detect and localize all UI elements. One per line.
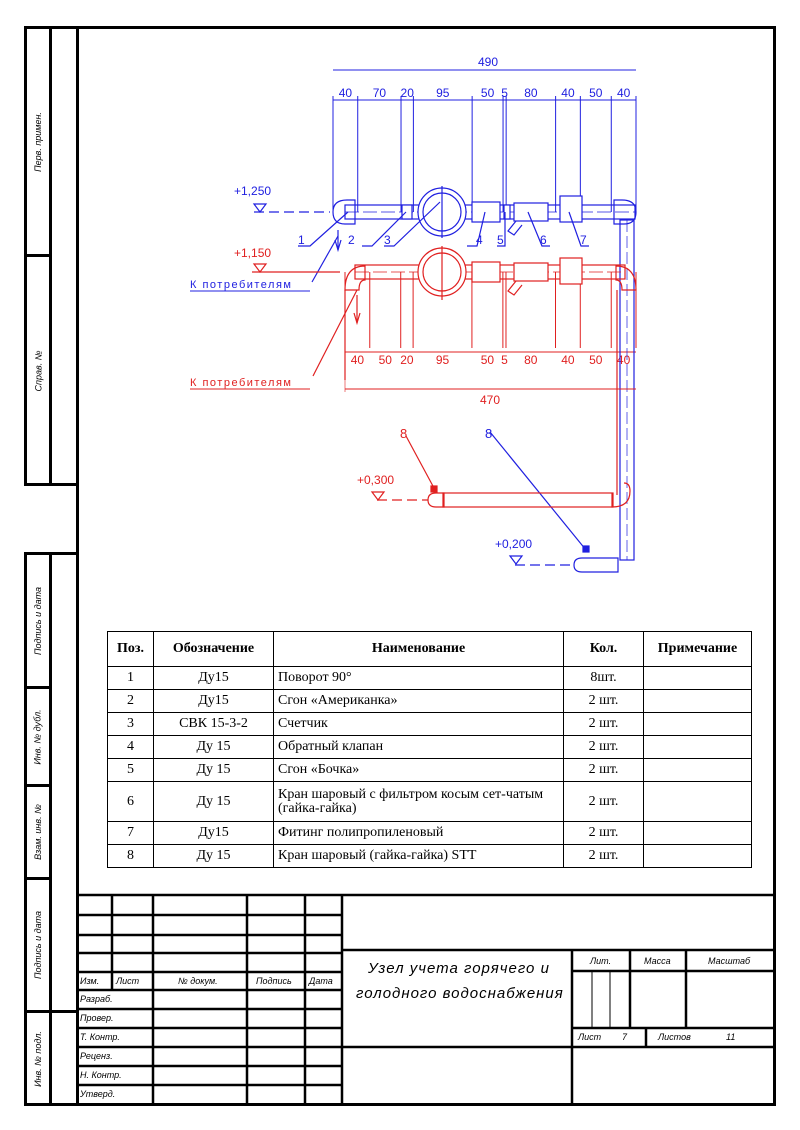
position-label: 7: [580, 233, 587, 247]
position-label: 2: [348, 233, 355, 247]
table-header-row: Поз. Обозначение Наименование Кол. Приме…: [107, 631, 752, 667]
piping-diagram: 40 70 20 95 50 5 80 40 50 40 40 50 20 95 50 5 80 40 50 40: [190, 55, 637, 573]
hot-pos-label: 8: [400, 426, 407, 441]
col-header: № докум.: [178, 976, 218, 986]
drawing-title-line2: голодного водоснабжения: [356, 985, 564, 1002]
col-header: Дата: [309, 976, 333, 986]
cell-qty: 8шт.: [563, 666, 644, 690]
cell-qty: 2 шт.: [563, 735, 644, 759]
elbow-icon: [613, 199, 637, 225]
cell-note: [643, 689, 752, 713]
filter-valve-icon: [513, 202, 549, 222]
position-label: 6: [540, 233, 547, 247]
elbow-icon: [332, 199, 356, 225]
cell-pos: 3: [107, 712, 154, 736]
sheets-label: Листов: [658, 1032, 691, 1042]
dim-value: 40: [561, 353, 575, 367]
cell-note: [643, 712, 752, 736]
role-label: Т. Контр.: [80, 1032, 120, 1042]
cold-water-line: [252, 186, 637, 573]
cell-name: Кран шаровый с фильтром косым сет-чатым …: [273, 781, 564, 822]
role-label: Разраб.: [80, 994, 113, 1004]
elbow-icon: [344, 265, 366, 291]
role-label: Н. Контр.: [80, 1070, 122, 1080]
cold-lower-elevation: +0,200: [495, 537, 532, 551]
dim-value: 40: [561, 86, 575, 100]
sheet-label: Лист: [578, 1032, 602, 1042]
role-label: Провер.: [80, 1013, 114, 1023]
lit-label: Лит.: [590, 956, 612, 966]
col-header: Изм.: [80, 976, 100, 986]
dim-value: 50: [481, 353, 495, 367]
cell-pos: 8: [107, 844, 154, 868]
header-name: Наименование: [273, 631, 564, 667]
position-label: 3: [384, 233, 391, 247]
cell-qty: 2 шт.: [563, 689, 644, 713]
hot-total-dim: 470: [480, 393, 500, 407]
role-label: Утверд.: [80, 1089, 116, 1099]
cell-note: [643, 821, 752, 845]
col-header: Подпись: [256, 976, 292, 986]
dim-value: 20: [401, 86, 415, 100]
cell-name: Кран шаровый (гайка-гайка) STT: [273, 844, 564, 868]
position-label: 5: [497, 233, 504, 247]
cell-name: Обратный клапан: [273, 735, 564, 759]
cell-note: [643, 781, 752, 822]
role-label: Реценз.: [80, 1051, 113, 1061]
sheet-value: 7: [622, 1032, 628, 1042]
cell-name: Сгон «Бочка»: [273, 758, 564, 782]
dim-value: 20: [400, 353, 414, 367]
dim-value: 50: [589, 353, 603, 367]
cold-total-dim: 490: [478, 55, 498, 69]
dim-value: 70: [373, 86, 387, 100]
hot-lower-elevation: +0,300: [357, 473, 394, 487]
header-pos: Поз.: [107, 631, 154, 667]
cold-dimensions: 40 70 20 95 50 5 80 40 50 40: [332, 86, 637, 212]
cell-qty: 2 шт.: [563, 781, 644, 822]
cell-qty: 2 шт.: [563, 712, 644, 736]
cold-pos-label: 8: [485, 426, 492, 441]
cell-code: Ду15: [153, 689, 274, 713]
cell-code: Ду 15: [153, 758, 274, 782]
header-note: Примечание: [643, 631, 752, 667]
position-label: 1: [298, 233, 305, 247]
col-header: Лист: [116, 976, 140, 986]
dim-value: 80: [524, 86, 538, 100]
dim-value: 50: [379, 353, 393, 367]
drawing-title-line1: Узел учета горячего и: [368, 960, 550, 977]
cell-code: Ду 15: [153, 844, 274, 868]
dim-value: 40: [617, 86, 631, 100]
sheets-value: 11: [726, 1032, 736, 1042]
scale-label: Масштаб: [708, 956, 751, 966]
position-label: 4: [476, 233, 483, 247]
dim-value: 80: [524, 353, 538, 367]
mass-label: Масса: [644, 956, 671, 966]
dim-value: 5: [501, 353, 508, 367]
dim-value: 50: [589, 86, 603, 100]
hot-consumer-label: К потребителям: [190, 377, 293, 389]
dim-value: 5: [501, 86, 508, 100]
specification-table: Поз. Обозначение Наименование Кол. Приме…: [107, 631, 752, 868]
cell-note: [643, 844, 752, 868]
dim-value: 95: [436, 86, 450, 100]
cold-consumer-label: К потребителям: [190, 279, 293, 291]
dim-value: 40: [351, 353, 365, 367]
dim-value: 95: [436, 353, 450, 367]
cold-elevation: +1,250: [234, 184, 271, 198]
hot-water-line: [252, 246, 637, 508]
hot-elevation: +1,150: [234, 246, 271, 260]
dim-value: 40: [339, 86, 353, 100]
dim-value: 50: [481, 86, 495, 100]
